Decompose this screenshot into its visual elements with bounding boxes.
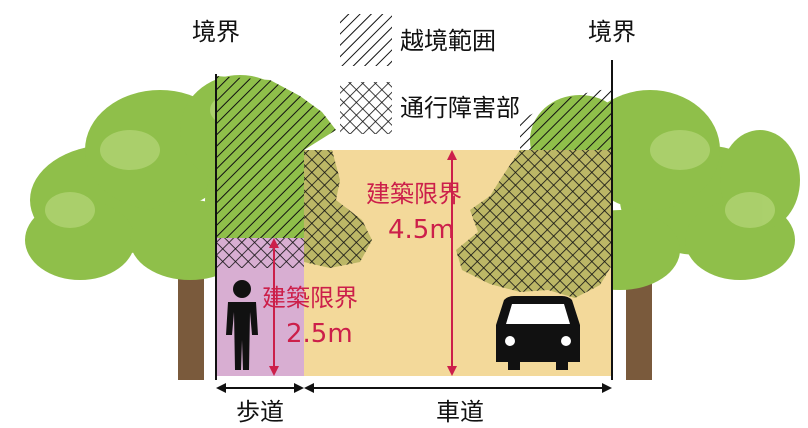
sidewalk-label: 歩道 (236, 398, 284, 426)
legend-obstruct-label: 通行障害部 (400, 94, 520, 122)
obstruct-area-sidewalk (216, 238, 304, 268)
car-icon (496, 296, 580, 370)
encroach-area-right (520, 88, 612, 150)
boundary-label-left: 境界 (192, 18, 240, 46)
roadway-label: 車道 (436, 398, 484, 426)
roadway-clearance-value: 4.5m (388, 215, 455, 245)
legend-obstruct-swatch (340, 82, 392, 134)
boundary-label-right: 境界 (588, 18, 636, 46)
legend-encroach-swatch (340, 14, 392, 66)
legend-encroach-label: 越境範囲 (400, 27, 496, 55)
roadway-clearance-label: 建築限界 (366, 180, 462, 208)
encroach-area-left (216, 76, 336, 238)
sidewalk-clearance-value: 2.5m (286, 319, 353, 349)
obstruct-area-right (456, 150, 612, 298)
sidewalk-clearance-label: 建築限界 (262, 284, 358, 312)
pedestrian-icon (226, 280, 258, 370)
obstruct-area-left (304, 150, 372, 268)
